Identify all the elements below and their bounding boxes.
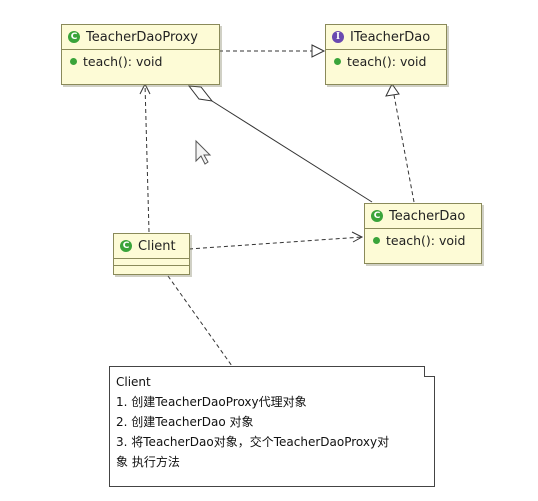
class-name: Client xyxy=(138,238,176,254)
dependency-client-proxy xyxy=(144,83,150,233)
public-method-icon xyxy=(70,57,77,65)
class-teacherdao[interactable]: C TeacherDao teach(): void xyxy=(364,203,482,264)
note-line: 1. 创建TeacherDaoProxy代理对象 xyxy=(116,395,307,409)
class-header: C TeacherDaoProxy xyxy=(62,25,219,49)
class-teacherdaoproxy[interactable]: C TeacherDaoProxy teach(): void xyxy=(61,24,220,85)
public-method-icon xyxy=(373,236,380,244)
note-line: 象 执行方法 xyxy=(116,455,180,469)
realization-dao-interface xyxy=(393,94,415,203)
interface-icon: I xyxy=(332,31,344,43)
method-signature: teach(): void xyxy=(386,232,466,248)
class-name: TeacherDaoProxy xyxy=(86,29,198,45)
empty-attributes xyxy=(114,258,189,265)
mouse-cursor-icon xyxy=(195,139,212,165)
class-client[interactable]: C Client xyxy=(113,233,190,275)
empty-operations xyxy=(114,265,189,272)
interface-iteacherdao[interactable]: I ITeacherDao teach(): void xyxy=(325,24,447,85)
aggregation-proxy-dao xyxy=(211,100,373,203)
method-row: teach(): void xyxy=(326,50,446,72)
method-row: teach(): void xyxy=(62,50,219,72)
realization-arrowhead-2 xyxy=(385,83,400,97)
realization-arrowhead xyxy=(311,44,326,58)
class-icon: C xyxy=(68,31,80,43)
note-anchor xyxy=(167,275,233,367)
class-name: ITeacherDao xyxy=(350,29,431,45)
class-icon: C xyxy=(120,240,132,252)
class-name: TeacherDao xyxy=(389,208,466,224)
dependency-arrowhead-2 xyxy=(351,231,364,243)
note-line: 2. 创建TeacherDao 对象 xyxy=(116,415,254,429)
dependency-client-dao xyxy=(188,236,363,250)
public-method-icon xyxy=(334,57,341,65)
class-header: C Client xyxy=(114,234,189,258)
method-signature: teach(): void xyxy=(83,53,163,69)
note-line: Client xyxy=(116,375,151,389)
note-box[interactable]: Client 1. 创建TeacherDaoProxy代理对象 2. 创建Tea… xyxy=(109,366,435,487)
class-icon: C xyxy=(371,210,383,222)
method-row: teach(): void xyxy=(365,229,481,251)
aggregation-diamond xyxy=(187,85,214,102)
note-line: 3. 将TeacherDao对象，交个TeacherDaoProxy对 xyxy=(116,435,390,449)
method-signature: teach(): void xyxy=(347,53,427,69)
class-header: I ITeacherDao xyxy=(326,25,446,49)
class-header: C TeacherDao xyxy=(365,204,481,228)
note-folded-corner xyxy=(424,366,435,377)
